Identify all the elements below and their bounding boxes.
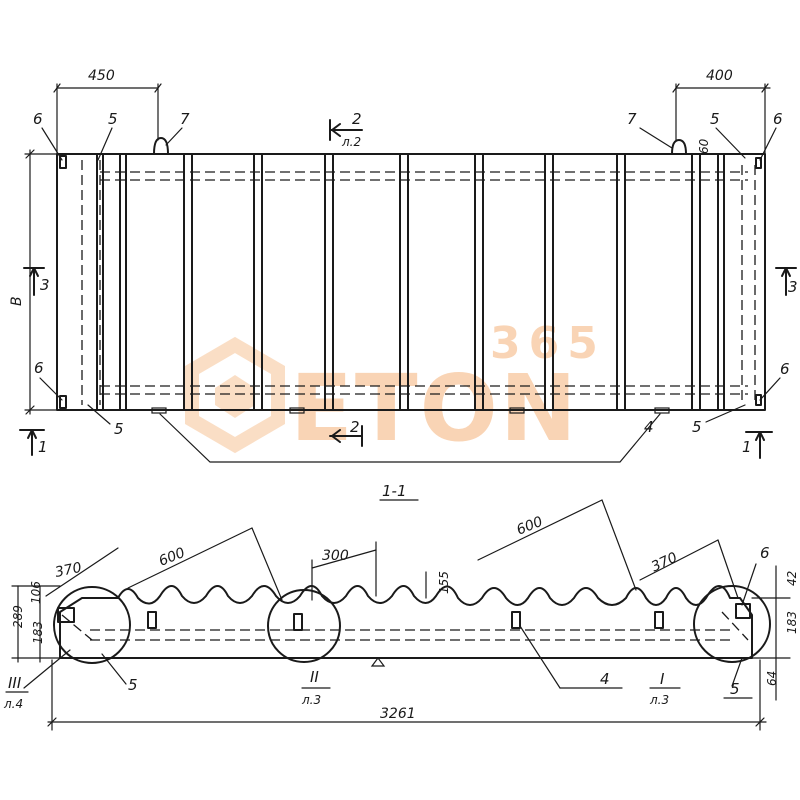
section-node-II: II [310,668,319,686]
section-dim-183-left: 183 [31,621,45,644]
plan-dim-400: 400 [706,68,733,84]
plan-section-1-left: 1 [38,438,48,456]
plan-dim-60: 60 [697,138,711,154]
plan-section-2-sheet: л.2 [341,135,361,149]
plan-ribs [119,153,701,411]
section-dim-183-right: 183 [785,611,799,634]
section-dim-600-left: 600 [157,545,188,570]
section-dim-64: 64 [765,671,779,686]
plan-section-1-right: 1 [742,438,752,456]
plan-callout-4: 4 [644,418,654,436]
plan-frame [56,153,766,411]
plan-callout-7-left: 7 [180,110,190,128]
section-callout-5-right: 5 [730,680,740,698]
node-III-circle [53,586,131,664]
plan-section-3-right: 3 [788,278,798,296]
section-dim-total: 3261 [380,706,416,722]
plan-callout-5-bl: 5 [114,420,124,438]
watermark-brand: ETON [290,355,579,462]
plan-callout-5-br: 5 [692,418,702,436]
watermark: 365 ETON [185,318,606,462]
section-dim-106: 106 [29,581,43,604]
plan-height-label: В [9,296,25,306]
watermark-digits: 365 [490,318,606,369]
node-II-circle [267,589,341,663]
plan-dim-450: 450 [88,68,115,84]
section-node-III: III [8,674,22,692]
section-profile [59,585,753,659]
plan-callout-6-tr: 6 [773,110,783,128]
section-dim-370-left: 370 [54,560,84,581]
section-node-III-sheet: л.4 [3,697,23,711]
plan-callout-6-tl: 6 [33,110,43,128]
plan-section-2-bottom: 2 [350,418,360,436]
section-callout-6: 6 [760,544,770,562]
plan-callout-5-tr: 5 [710,110,720,128]
section-dim-370-right: 370 [649,550,680,576]
plan-callout-5-tl: 5 [108,110,118,128]
plan-callout-6-br: 6 [780,360,790,378]
section-dim-300: 300 [322,548,349,564]
section-dim-42: 42 [785,571,799,586]
section-dim-289: 289 [11,605,25,628]
section-title: 1-1 [382,482,407,500]
section-callout-5-left: 5 [128,676,138,694]
node-I-circle [693,585,771,663]
watermark-logo-icon [185,336,285,454]
plan-view: 450 400 В 6 5 7 2 л.2 7 5 6 60 [9,68,798,463]
section-node-I: I [660,670,665,688]
plan-section-2-top: 2 [352,110,362,128]
plan-callout-6-bl: 6 [34,359,44,377]
plan-section-3-left: 3 [40,276,50,294]
section-node-II-sheet: л.3 [301,693,321,707]
section-node-I-sheet: л.3 [649,693,669,707]
section-callout-4: 4 [600,670,610,688]
section-view: 1-1 370 600 300 155 [3,482,799,731]
section-dim-155: 155 [437,571,451,594]
plan-callout-7-right: 7 [627,110,637,128]
